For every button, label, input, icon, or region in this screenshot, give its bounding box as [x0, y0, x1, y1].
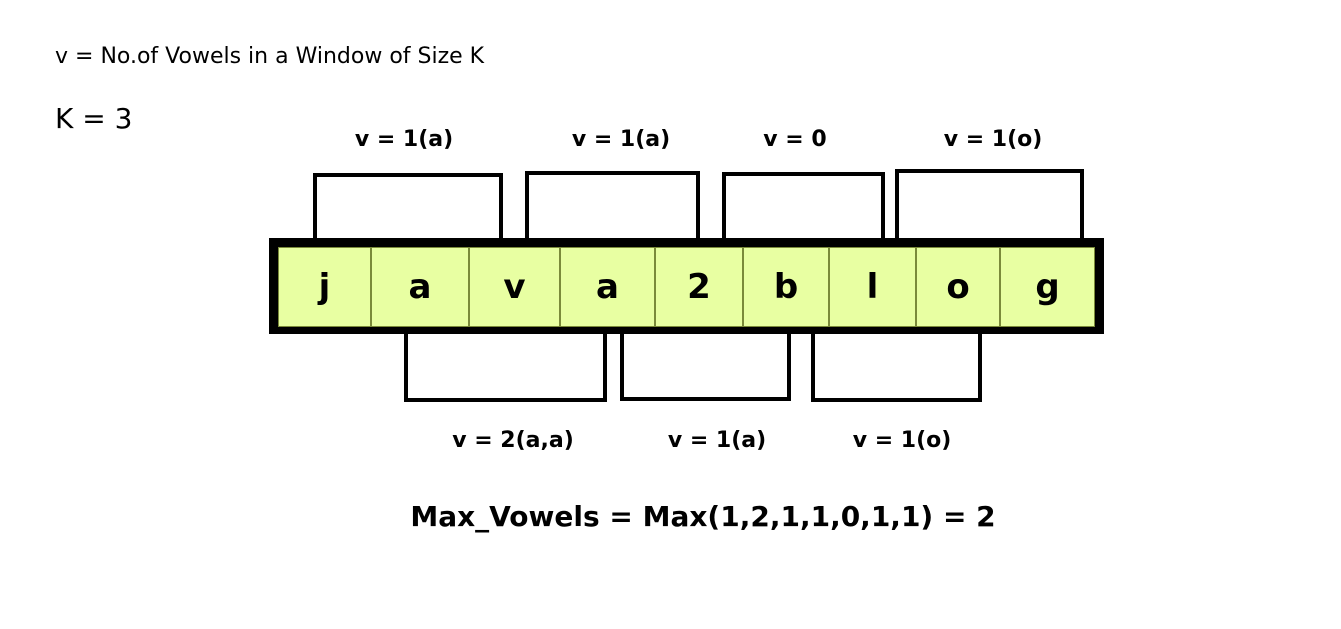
array-cell: j [278, 247, 371, 327]
top-window-label: v = 1(a) [571, 127, 671, 152]
bottom-window-bracket [404, 333, 607, 402]
array-cell: v [469, 247, 560, 327]
array-cell: a [371, 247, 469, 327]
array-cell: l [829, 247, 916, 327]
top-window-label: v = 1(a) [354, 127, 454, 152]
k-value-text: K = 3 [55, 102, 133, 135]
array-cell: a [560, 247, 655, 327]
array-cell: o [916, 247, 1000, 327]
result-text: Max_Vowels = Max(1,2,1,1,0,1,1) = 2 [410, 500, 996, 533]
bottom-window-label: v = 1(o) [852, 428, 952, 453]
string-array: j a v a 2 b l o g [269, 238, 1104, 334]
array-cell: b [743, 247, 829, 327]
top-window-label: v = 0 [763, 127, 827, 152]
top-window-label: v = 1(o) [943, 127, 1043, 152]
definition-text: v = No.of Vowels in a Window of Size K [55, 44, 485, 69]
top-window-bracket [525, 171, 700, 239]
bottom-window-label: v = 1(a) [667, 428, 767, 453]
top-window-bracket [722, 172, 885, 239]
bottom-window-bracket [811, 333, 982, 402]
top-window-bracket [895, 169, 1084, 239]
bottom-window-bracket [620, 333, 791, 401]
array-cell: 2 [655, 247, 743, 327]
array-cell: g [1000, 247, 1095, 327]
bottom-window-label: v = 2(a,a) [452, 428, 574, 453]
top-window-bracket [313, 173, 503, 239]
